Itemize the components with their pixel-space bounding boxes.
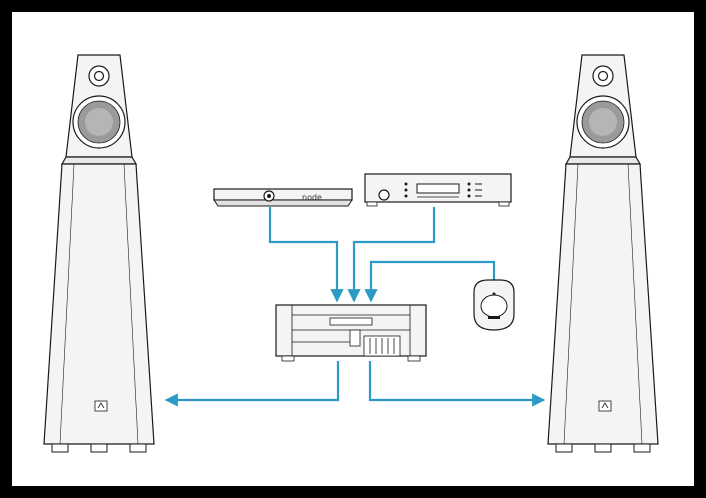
hifi-connection-diagram: node — [43, 54, 659, 453]
remote-control-icon — [473, 279, 515, 331]
cable-cd-player-to-amplifier — [347, 207, 436, 303]
cd-player-icon — [364, 173, 512, 207]
streamer: node — [213, 188, 353, 207]
cd-player — [364, 173, 512, 207]
network-streamer-icon: node — [213, 188, 353, 207]
cable-remote-to-amplifier — [364, 260, 496, 303]
cable-streamer-to-amplifier — [268, 207, 344, 303]
left-speaker — [43, 54, 155, 453]
right-speaker — [547, 54, 659, 453]
amplifier — [275, 304, 427, 362]
streamer-label: node — [302, 193, 322, 202]
integrated-amplifier-icon — [275, 304, 427, 362]
diagram-frame: node — [12, 12, 694, 486]
floorstanding-speaker-icon — [43, 54, 155, 453]
cables — [164, 207, 546, 407]
cable-amplifier-to-left-speaker — [164, 361, 340, 407]
cable-amplifier-to-right-speaker — [368, 361, 546, 407]
floorstanding-speaker-icon — [547, 54, 659, 453]
remote — [473, 279, 515, 331]
